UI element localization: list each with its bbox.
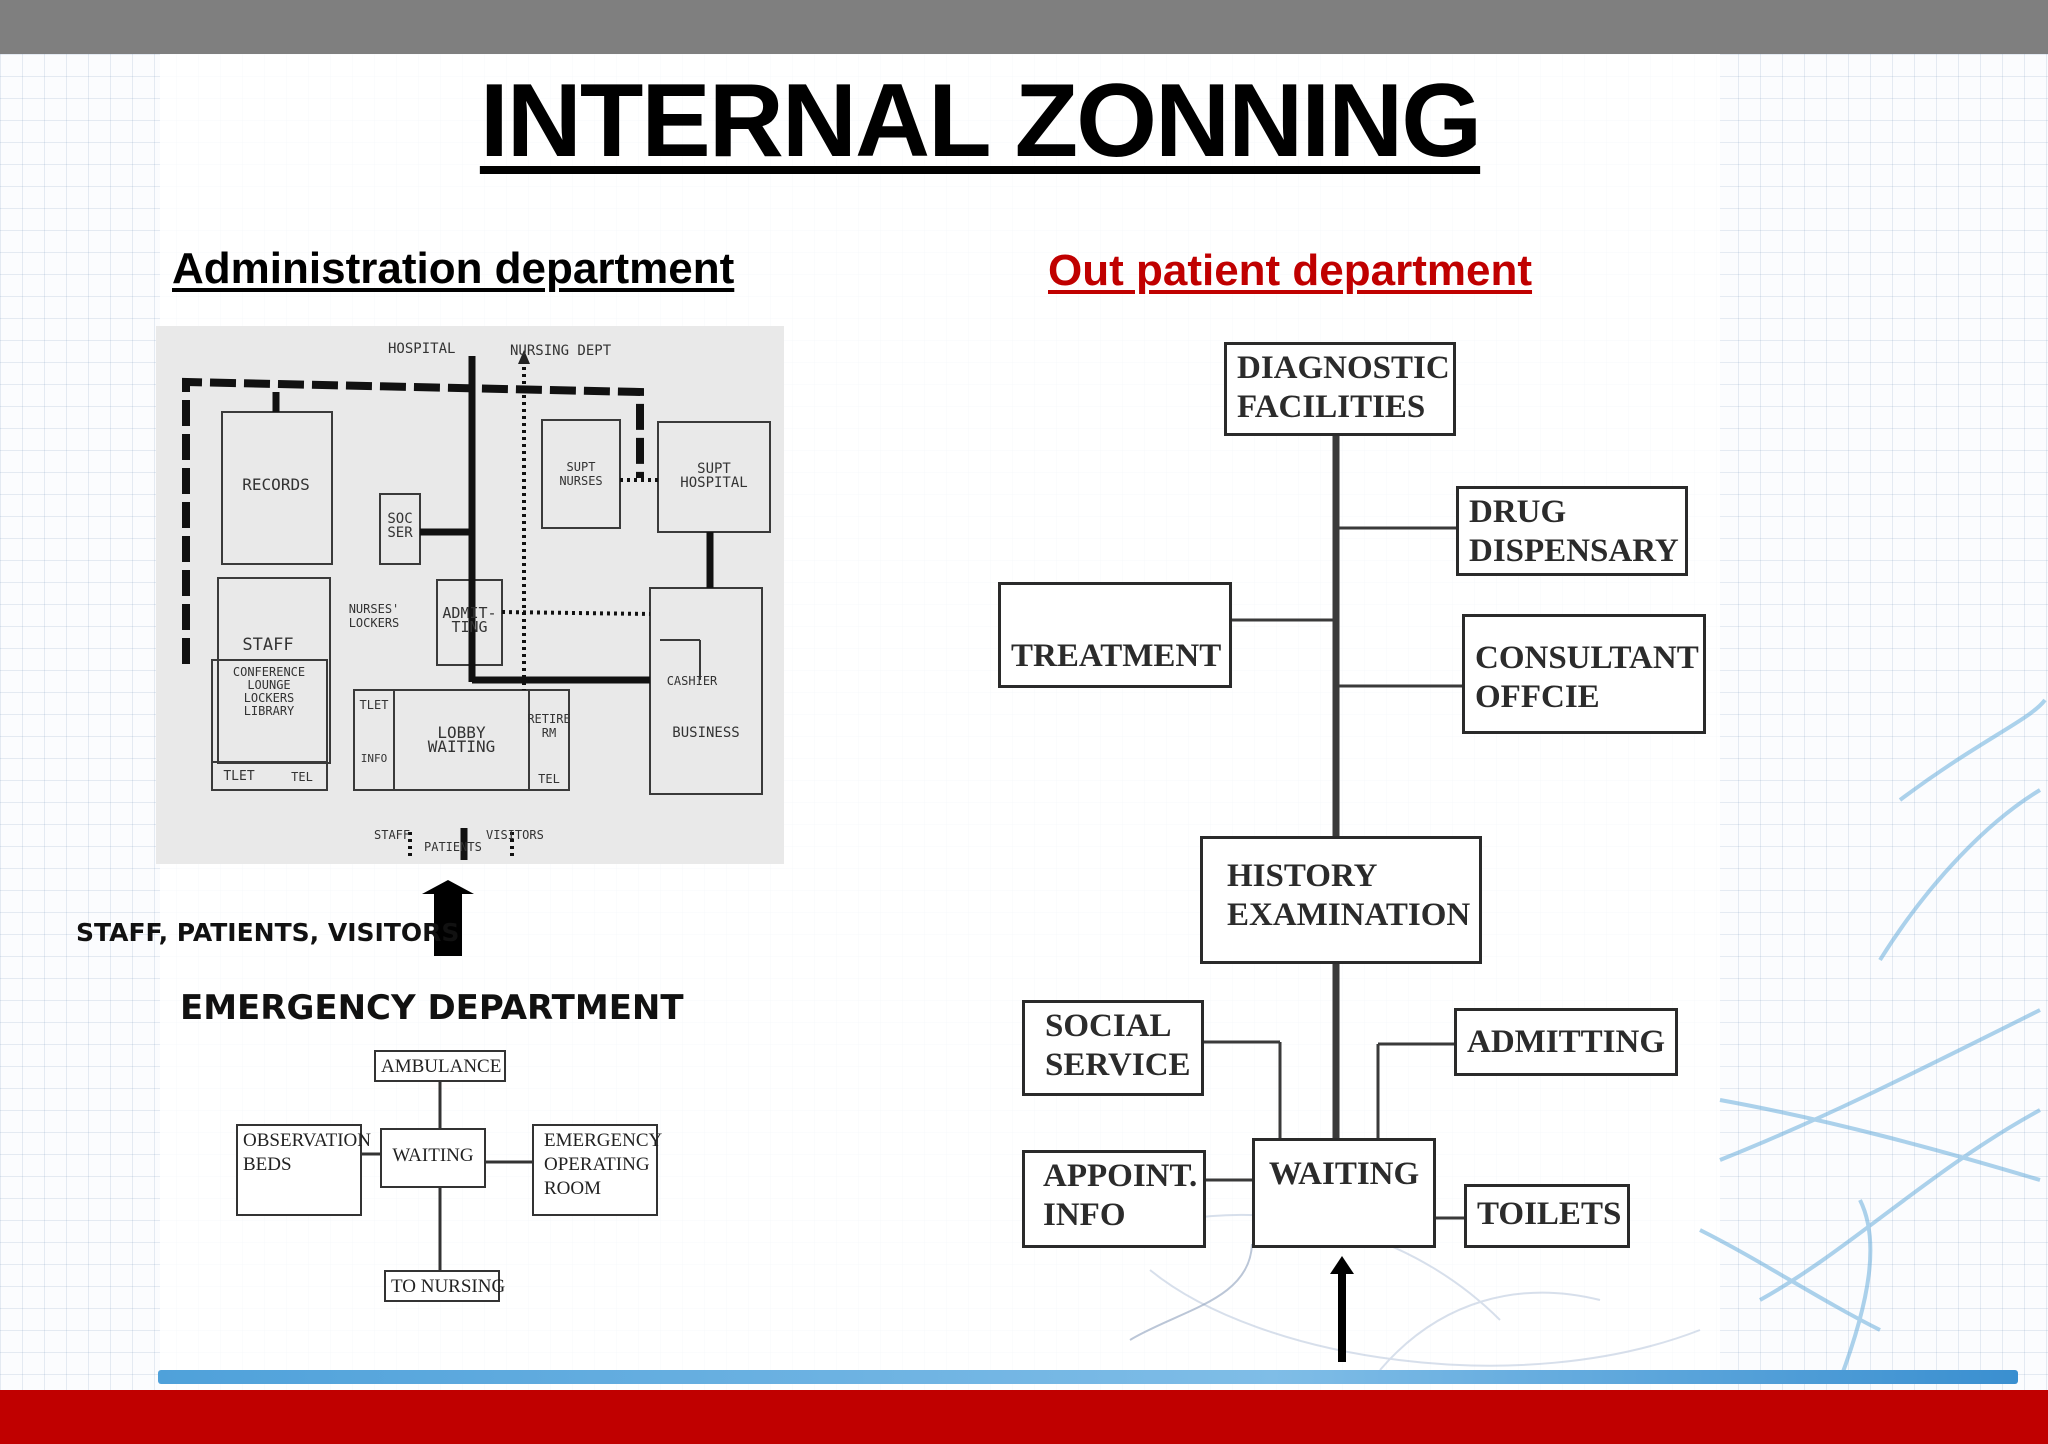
plan-label-tel: TEL xyxy=(538,772,560,786)
top-bar xyxy=(0,0,2048,54)
plan-label-supt-hospital: SUPT HOSPITAL xyxy=(680,461,748,491)
plan-label-patients: PATIENTS xyxy=(424,840,482,854)
emergency-to-nursing-box: TO NURSING xyxy=(384,1270,505,1302)
plan-label-admitting: ADMIT- TING xyxy=(442,604,497,636)
supt-nurses-room xyxy=(541,419,621,529)
tlet-tel-row xyxy=(211,761,328,791)
retire-room xyxy=(528,689,570,791)
emergency-or-box: EMERGENCY OPERATING ROOM xyxy=(532,1124,662,1216)
plan-label-retire: RETIRE RM xyxy=(527,712,571,740)
opd-heading: Out patient department xyxy=(1048,246,1533,295)
admin-entry-label: STAFF, PATIENTS, VISITORS xyxy=(76,918,460,947)
plan-label-tlet: TLET xyxy=(359,698,389,712)
plan-label-hospital: HOSPITAL xyxy=(388,341,456,357)
plan-label-business: BUSINESS xyxy=(672,725,740,741)
opd-appoint-box: APPOINT. INFO xyxy=(1022,1150,1206,1248)
plan-label-soc-ser: SOC SER xyxy=(387,511,413,541)
plan-label-staff-sub: CONFERENCE LOUNGE LOCKERS LIBRARY xyxy=(232,665,306,718)
opd-admitting-box: ADMITTING xyxy=(1454,1008,1678,1076)
opd-toilets-box: TOILETS xyxy=(1464,1184,1630,1248)
opd-history-box: HISTORY EXAMINATION xyxy=(1200,836,1482,964)
admin-heading: Administration department xyxy=(172,244,735,293)
emergency-heading: EMERGENCY DEPARTMENT xyxy=(180,988,684,1028)
bottom-bar xyxy=(0,1390,2048,1444)
plan-label-staff-entry: STAFF xyxy=(374,828,411,842)
footer-accent-band xyxy=(158,1370,2018,1384)
business-room xyxy=(649,587,763,795)
plan-label-lobby: LOBBY WAITING xyxy=(427,723,496,756)
plan-label-records: RECORDS xyxy=(242,475,310,494)
emergency-waiting-box: WAITING xyxy=(380,1128,486,1188)
plan-label-nursing: NURSING DEPT xyxy=(510,343,612,359)
opd-treatment-box: TREATMENT xyxy=(998,582,1232,688)
opd-waiting-box: WAITING xyxy=(1252,1138,1436,1248)
plan-label-cashier: CASHIER xyxy=(666,674,718,688)
plan-label-info: INFO xyxy=(360,752,388,765)
emergency-ambulance-box: AMBULANCE xyxy=(374,1050,506,1082)
opd-entry-arrow-icon xyxy=(1330,1256,1354,1274)
emergency-observation-box: OBSERVATION BEDS xyxy=(236,1124,371,1216)
page-title: INTERNAL ZONNING xyxy=(479,63,1482,179)
plan-label-staff: STAFF xyxy=(242,635,294,655)
plan-label-tel-2: TEL xyxy=(291,770,313,784)
plan-label-tlet-2: TLET xyxy=(223,769,255,784)
opd-diagnostic-box: DIAGNOSTIC FACILITIES xyxy=(1224,342,1456,436)
opd-social-box: SOCIAL SERVICE xyxy=(1022,1000,1204,1096)
opd-drug-box: DRUG DISPENSARY xyxy=(1456,486,1688,576)
opd-consultant-box: CONSULTANT OFFCIE xyxy=(1462,614,1706,734)
plan-label-visitors: VISITORS xyxy=(486,828,544,842)
admin-entry-arrow-icon xyxy=(422,880,474,956)
supt-hospital-room xyxy=(657,421,771,533)
plan-label-nurses-lockers: NURSES' LOCKERS xyxy=(348,602,400,630)
plan-label-supt-nurses: SUPT NURSES xyxy=(559,460,603,488)
